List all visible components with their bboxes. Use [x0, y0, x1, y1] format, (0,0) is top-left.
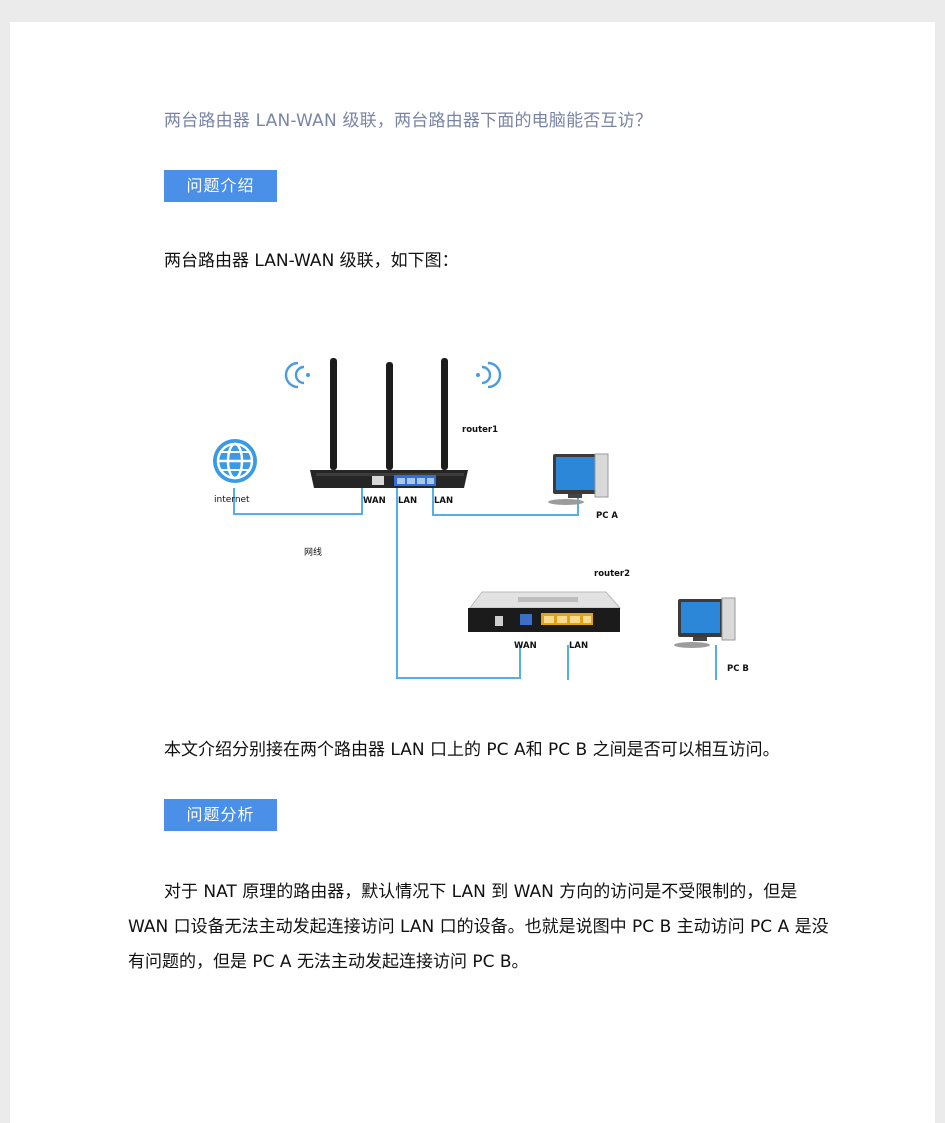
- router1-lan-label-1: LAN: [398, 496, 417, 506]
- cable-label: 网线: [304, 546, 322, 558]
- intro-paragraph: 两台路由器 LAN-WAN 级联，如下图：: [164, 251, 459, 271]
- wifi-left-icon: [284, 361, 310, 389]
- analysis-paragraph: 对于 NAT 原理的路由器，默认情况下 LAN 到 WAN 方向的访问是不受限制…: [128, 875, 840, 980]
- cable-router1-lan-to-pca: [432, 488, 579, 516]
- router1-image: [310, 358, 468, 488]
- internet-globe-icon: [213, 439, 257, 483]
- router1-lan-label-2: LAN: [434, 496, 453, 506]
- wifi-right-icon: [476, 361, 502, 389]
- pc-a-computer-icon: [548, 453, 609, 505]
- section-tag-problem-intro: 问题介绍: [164, 170, 277, 202]
- cable-router1-lan-to-router2-wan: [396, 488, 521, 679]
- pc-b-computer-icon: [674, 597, 736, 648]
- internet-label: internet: [214, 495, 250, 505]
- router1-wan-label: WAN: [363, 496, 386, 506]
- document-page: 两台路由器 LAN-WAN 级联，两台路由器下面的电脑能否互访？ 问题介绍 两台…: [10, 22, 935, 1123]
- network-cables: [233, 488, 717, 680]
- router2-image: [468, 591, 622, 632]
- router2-wan-label: WAN: [514, 641, 537, 651]
- section-tag-problem-analysis: 问题分析: [164, 799, 277, 831]
- cable-router2-lan-to-pcb: [567, 645, 717, 680]
- analysis-text: 对于 NAT 原理的路由器，默认情况下 LAN 到 WAN 方向的访问是不受限制…: [128, 882, 829, 972]
- router2-label: router2: [594, 569, 630, 579]
- pc-b-label: PC B: [727, 664, 749, 674]
- page-title: 两台路由器 LAN-WAN 级联，两台路由器下面的电脑能否互访？: [164, 111, 653, 131]
- router2-lan-label: LAN: [569, 641, 588, 651]
- cable-internet-to-router1-wan: [233, 488, 363, 515]
- router1-label: router1: [462, 425, 498, 435]
- pc-a-label: PC A: [596, 511, 618, 521]
- summary-paragraph: 本文介绍分别接在两个路由器 LAN 口上的 PC A和 PC B 之间是否可以相…: [164, 740, 780, 760]
- network-diagram: internet 网线 router1 WAN LAN LAN PC A rou…: [200, 320, 760, 680]
